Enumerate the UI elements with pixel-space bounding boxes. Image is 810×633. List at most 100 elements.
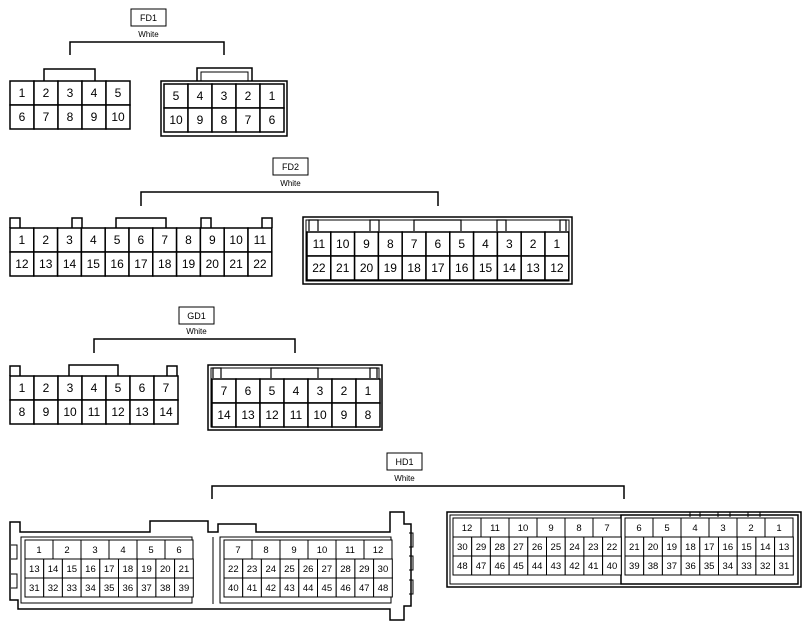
pairing-bracket <box>93 338 296 353</box>
pin-number: 32 <box>760 561 771 572</box>
pin-number: 46 <box>494 561 505 572</box>
pin-number: 6 <box>139 381 146 395</box>
connector-tab <box>9 217 21 228</box>
pin-number: 20 <box>206 257 220 271</box>
pin-cell <box>235 378 261 404</box>
pin-number: 44 <box>532 561 543 572</box>
pin-number: 3 <box>317 384 324 398</box>
pin-number: 9 <box>91 110 98 124</box>
pin-cell <box>57 375 83 401</box>
pin-number: 4 <box>91 381 98 395</box>
pin-number: 6 <box>138 233 145 247</box>
pin-number: 3 <box>506 237 513 251</box>
pin-number: 2 <box>530 237 537 251</box>
housing-notch <box>409 555 414 571</box>
pin-number: 21 <box>229 257 243 271</box>
pin-number: 14 <box>63 257 77 271</box>
pin-number: 36 <box>685 561 696 572</box>
pin-number: 30 <box>378 564 389 575</box>
pin-number: 6 <box>19 110 26 124</box>
pin-number: 12 <box>265 408 279 422</box>
pin-cell <box>211 83 237 109</box>
pin-number: 28 <box>340 564 351 575</box>
pin-number: 9 <box>197 113 204 127</box>
pin-number: 38 <box>160 583 171 594</box>
pin-number: 10 <box>317 545 328 556</box>
connector-label: HD1 <box>395 457 413 467</box>
pin-cell <box>81 399 107 425</box>
pin-number: 26 <box>532 542 543 553</box>
housing-notch <box>11 573 18 589</box>
pin-number: 16 <box>110 257 124 271</box>
pin-cell <box>129 399 155 425</box>
pin-number: 4 <box>293 384 300 398</box>
pin-number: 11 <box>254 233 267 247</box>
pin-number: 3 <box>720 523 725 534</box>
pin-number: 38 <box>648 561 659 572</box>
pin-number: 5 <box>148 545 153 556</box>
pin-number: 10 <box>63 405 77 419</box>
pin-number: 5 <box>115 86 122 100</box>
pin-cell <box>9 80 35 106</box>
pin-number: 7 <box>235 545 240 556</box>
pin-number: 25 <box>551 542 562 553</box>
pin-number: 35 <box>104 583 115 594</box>
pin-number: 20 <box>160 564 171 575</box>
pin-cell <box>355 378 381 404</box>
connector-tab <box>559 219 567 231</box>
pin-cell <box>235 83 261 109</box>
pin-number: 9 <box>548 523 553 534</box>
pin-number: 20 <box>648 542 659 553</box>
connector-tab <box>308 219 319 231</box>
pin-number: 11 <box>88 405 101 419</box>
pin-number: 22 <box>312 261 326 275</box>
pin-cell <box>163 107 189 133</box>
pin-number: 4 <box>692 523 697 534</box>
pin-number: 8 <box>365 408 372 422</box>
pin-cell <box>57 399 83 425</box>
pin-number: 27 <box>322 564 333 575</box>
pin-number: 23 <box>247 564 258 575</box>
pin-number: 2 <box>245 89 252 103</box>
housing-notch <box>409 532 414 548</box>
connector-latch <box>115 217 167 228</box>
connector-color: White <box>280 179 301 188</box>
pin-number: 39 <box>179 583 190 594</box>
connector-latch <box>196 67 253 81</box>
pin-number: 48 <box>457 561 468 572</box>
pin-number: 4 <box>120 545 125 556</box>
pin-number: 17 <box>104 564 115 575</box>
connector-tab <box>9 365 21 376</box>
pin-number: 8 <box>19 405 26 419</box>
connector-color: White <box>138 30 159 39</box>
pin-number: 5 <box>664 523 669 534</box>
pin-cell <box>105 399 131 425</box>
pin-number: 15 <box>66 564 77 575</box>
connector-latch <box>689 511 761 517</box>
pin-number: 22 <box>607 542 618 553</box>
pin-number: 2 <box>341 384 348 398</box>
connector-tab <box>261 217 273 228</box>
pin-number: 6 <box>636 523 641 534</box>
pin-number: 15 <box>87 257 101 271</box>
pin-number: 21 <box>179 564 190 575</box>
pin-number: 1 <box>19 86 26 100</box>
pin-number: 12 <box>373 545 384 556</box>
pin-number: 13 <box>779 542 790 553</box>
pin-number: 7 <box>43 110 50 124</box>
pin-number: 18 <box>407 261 421 275</box>
pin-cell <box>373 577 393 598</box>
pin-number: 5 <box>173 89 180 103</box>
pin-number: 28 <box>494 542 505 553</box>
connector-tab <box>200 217 212 228</box>
pin-number: 33 <box>741 561 752 572</box>
